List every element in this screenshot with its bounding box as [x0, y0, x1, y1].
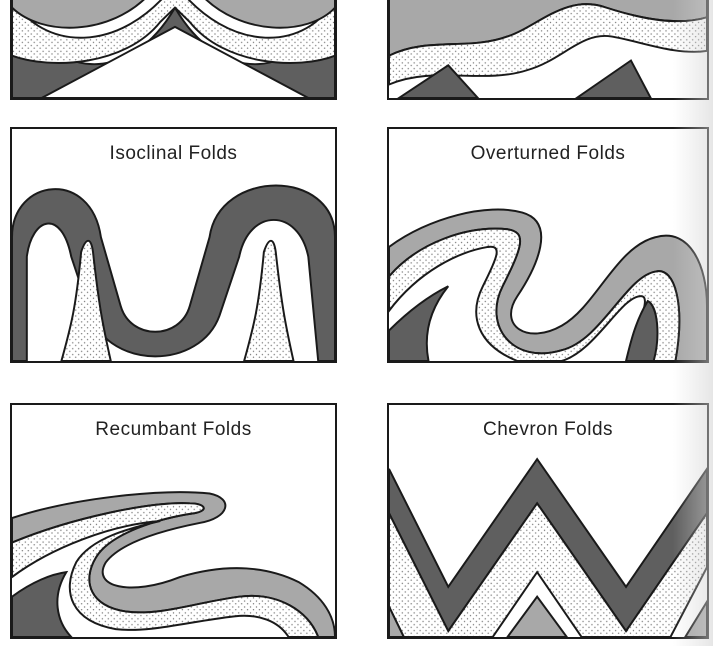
fold-panel-chevron: Chevron Folds: [387, 403, 709, 639]
isoclinal-title: Isoclinal Folds: [12, 143, 335, 165]
chevron-title: Chevron Folds: [389, 419, 707, 441]
fold-panel-overturned: Overturned Folds: [387, 127, 709, 363]
fold-panel-top-left: [10, 0, 337, 100]
fold-panel-isoclinal: Isoclinal Folds: [10, 127, 337, 363]
fold-panel-top-right: [387, 0, 709, 100]
asymmetric-fold-diagram: [389, 0, 707, 98]
recumbant-title: Recumbant Folds: [12, 419, 335, 441]
overturned-title: Overturned Folds: [389, 143, 707, 165]
fold-panel-recumbant: Recumbant Folds: [10, 403, 337, 639]
symmetric-fold-diagram: [12, 0, 335, 98]
